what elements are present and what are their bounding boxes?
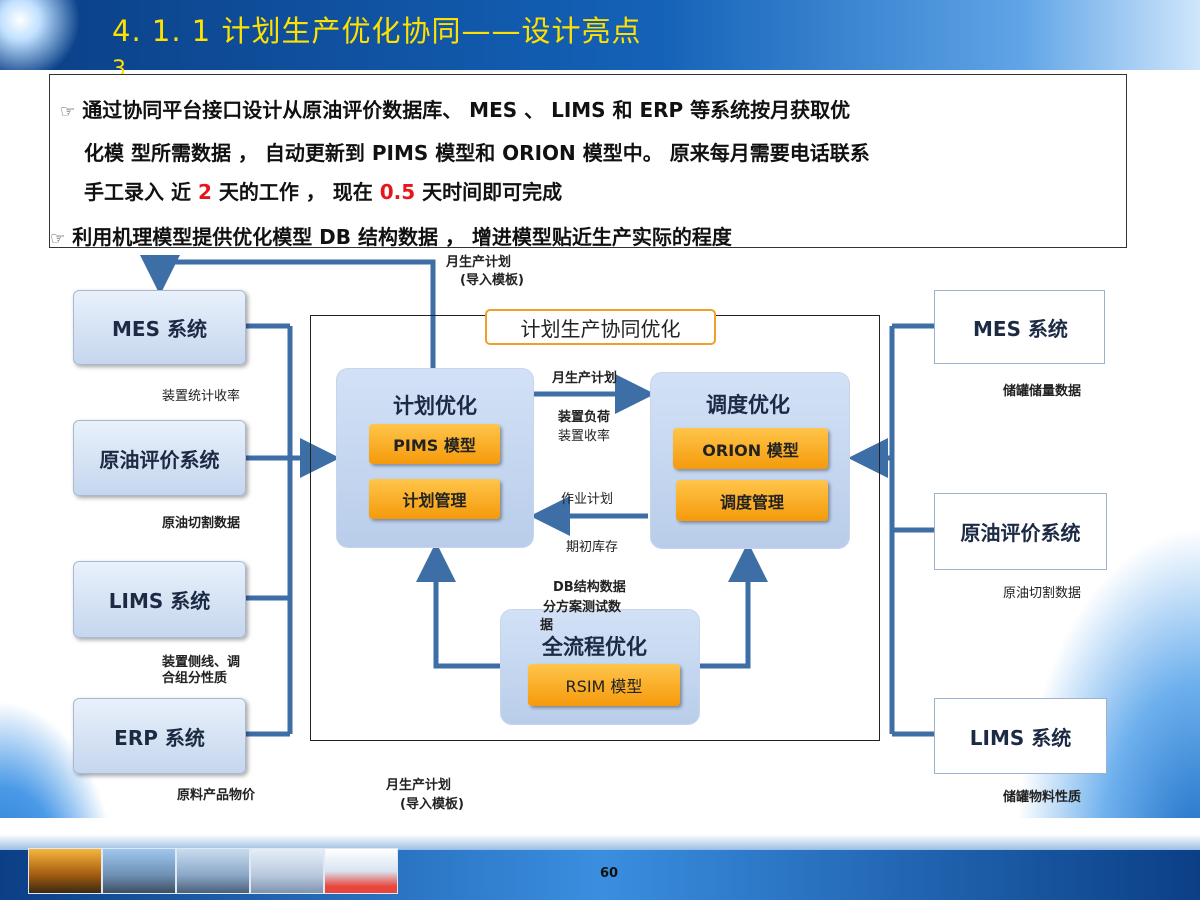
bullet-1-text-3b: 天的工作 ， 现在 <box>211 180 380 204</box>
flow-unit-load: 装置负荷 <box>558 410 611 425</box>
bullet-1-text-1: 通过协同平台接口设计从原油评价数据库、 MES 、 LIMS 和 ERP 等系统… <box>82 98 851 122</box>
bullet-box <box>49 74 1127 248</box>
bullet-1-text-3a: 手工录入 近 <box>84 180 198 204</box>
left-erp-system[interactable]: ERP 系统 <box>73 698 246 774</box>
right-crude-evaluation-label: 原油切割数据 <box>1003 586 1082 601</box>
platform-title: 计划生产协同优化 <box>485 309 716 345</box>
footer-photo-tanks <box>250 848 324 894</box>
flow-work-plan: 作业计划 <box>561 492 614 507</box>
header-glow <box>0 0 80 70</box>
left-erp-label: 原料产品物价 <box>177 788 256 803</box>
pointing-hand-icon: ☞ <box>50 229 66 249</box>
highlight-half-day: 0.5 <box>379 180 416 204</box>
bullet-1-line-3: 手工录入 近 2 天的工作 ， 现在 0.5 天时间即可完成 <box>84 176 562 205</box>
flow-scheme-test: 分方案测试数 <box>543 600 622 615</box>
flow-top-import-template: (导入模板) <box>460 273 524 288</box>
plan-management-button[interactable]: 计划管理 <box>369 479 500 519</box>
right-mes-system[interactable]: MES 系统 <box>934 290 1105 364</box>
plan-optimization-title: 计划优化 <box>393 394 477 418</box>
pointing-hand-icon: ☞ <box>60 102 76 122</box>
flow-top-monthly-plan: 月生产计划 <box>446 255 512 270</box>
footer-photo-gas-station <box>324 848 398 894</box>
dispatch-management-button[interactable]: 调度管理 <box>676 480 828 521</box>
left-crude-evaluation-label: 原油切割数据 <box>162 516 241 531</box>
left-lims-system[interactable]: LIMS 系统 <box>73 561 246 638</box>
footer-photo-refinery <box>176 848 250 894</box>
right-crude-evaluation-system[interactable]: 原油评价系统 <box>934 493 1107 570</box>
dispatch-optimization-title: 调度优化 <box>706 393 790 417</box>
rsim-model-button[interactable]: RSIM 模型 <box>528 664 680 706</box>
left-crude-evaluation-system[interactable]: 原油评价系统 <box>73 420 246 496</box>
bullet-1-line-1: ☞ 通过协同平台接口设计从原油评价数据库、 MES 、 LIMS 和 ERP 等… <box>60 94 850 123</box>
flow-unit-yield: 装置收率 <box>558 429 611 444</box>
bullet-1-line-2: 化模 型所需数据 ， 自动更新到 PIMS 模型和 ORION 模型中。 原来每… <box>84 141 870 165</box>
left-mes-system[interactable]: MES 系统 <box>73 290 246 365</box>
bullet-1-text-3c: 天时间即可完成 <box>415 180 563 204</box>
orion-model-button[interactable]: ORION 模型 <box>673 428 828 469</box>
bullet-2: ☞ 利用机理模型提供优化模型 DB 结构数据 ， 增进模型贴近生产实际的程度 <box>50 221 732 250</box>
bullet-2-text: 利用机理模型提供优化模型 DB 结构数据 ， 增进模型贴近生产实际的程度 <box>72 225 732 249</box>
flow-db-structure-data: DB结构数据 <box>553 580 626 595</box>
flow-bottom-import-template: (导入模板) <box>400 797 464 812</box>
header-bar <box>0 0 1200 70</box>
pims-model-button[interactable]: PIMS 模型 <box>369 424 500 464</box>
left-lims-label: 装置侧线、调 合组分性质 <box>162 655 241 686</box>
right-mes-label: 储罐储量数据 <box>1003 384 1082 399</box>
footer-photo-tower <box>102 848 176 894</box>
flow-mid-monthly-plan: 月生产计划 <box>552 371 618 386</box>
right-lims-system[interactable]: LIMS 系统 <box>934 698 1107 774</box>
page-number: 60 <box>600 866 619 881</box>
right-lims-label: 储罐物料性质 <box>1003 790 1082 805</box>
left-mes-label: 装置统计收率 <box>162 389 241 404</box>
footer-photo-machinery <box>28 848 102 894</box>
flow-scheme-test-2: 据 <box>540 618 554 633</box>
full-flow-optimization-title: 全流程优化 <box>542 635 647 659</box>
slide-title: 4. 1. 1 计划生产优化协同——设计亮点 <box>112 14 642 48</box>
highlight-2-days: 2 <box>197 180 212 204</box>
flow-initial-stock: 期初库存 <box>566 540 619 555</box>
flow-bottom-monthly-plan: 月生产计划 <box>386 778 452 793</box>
